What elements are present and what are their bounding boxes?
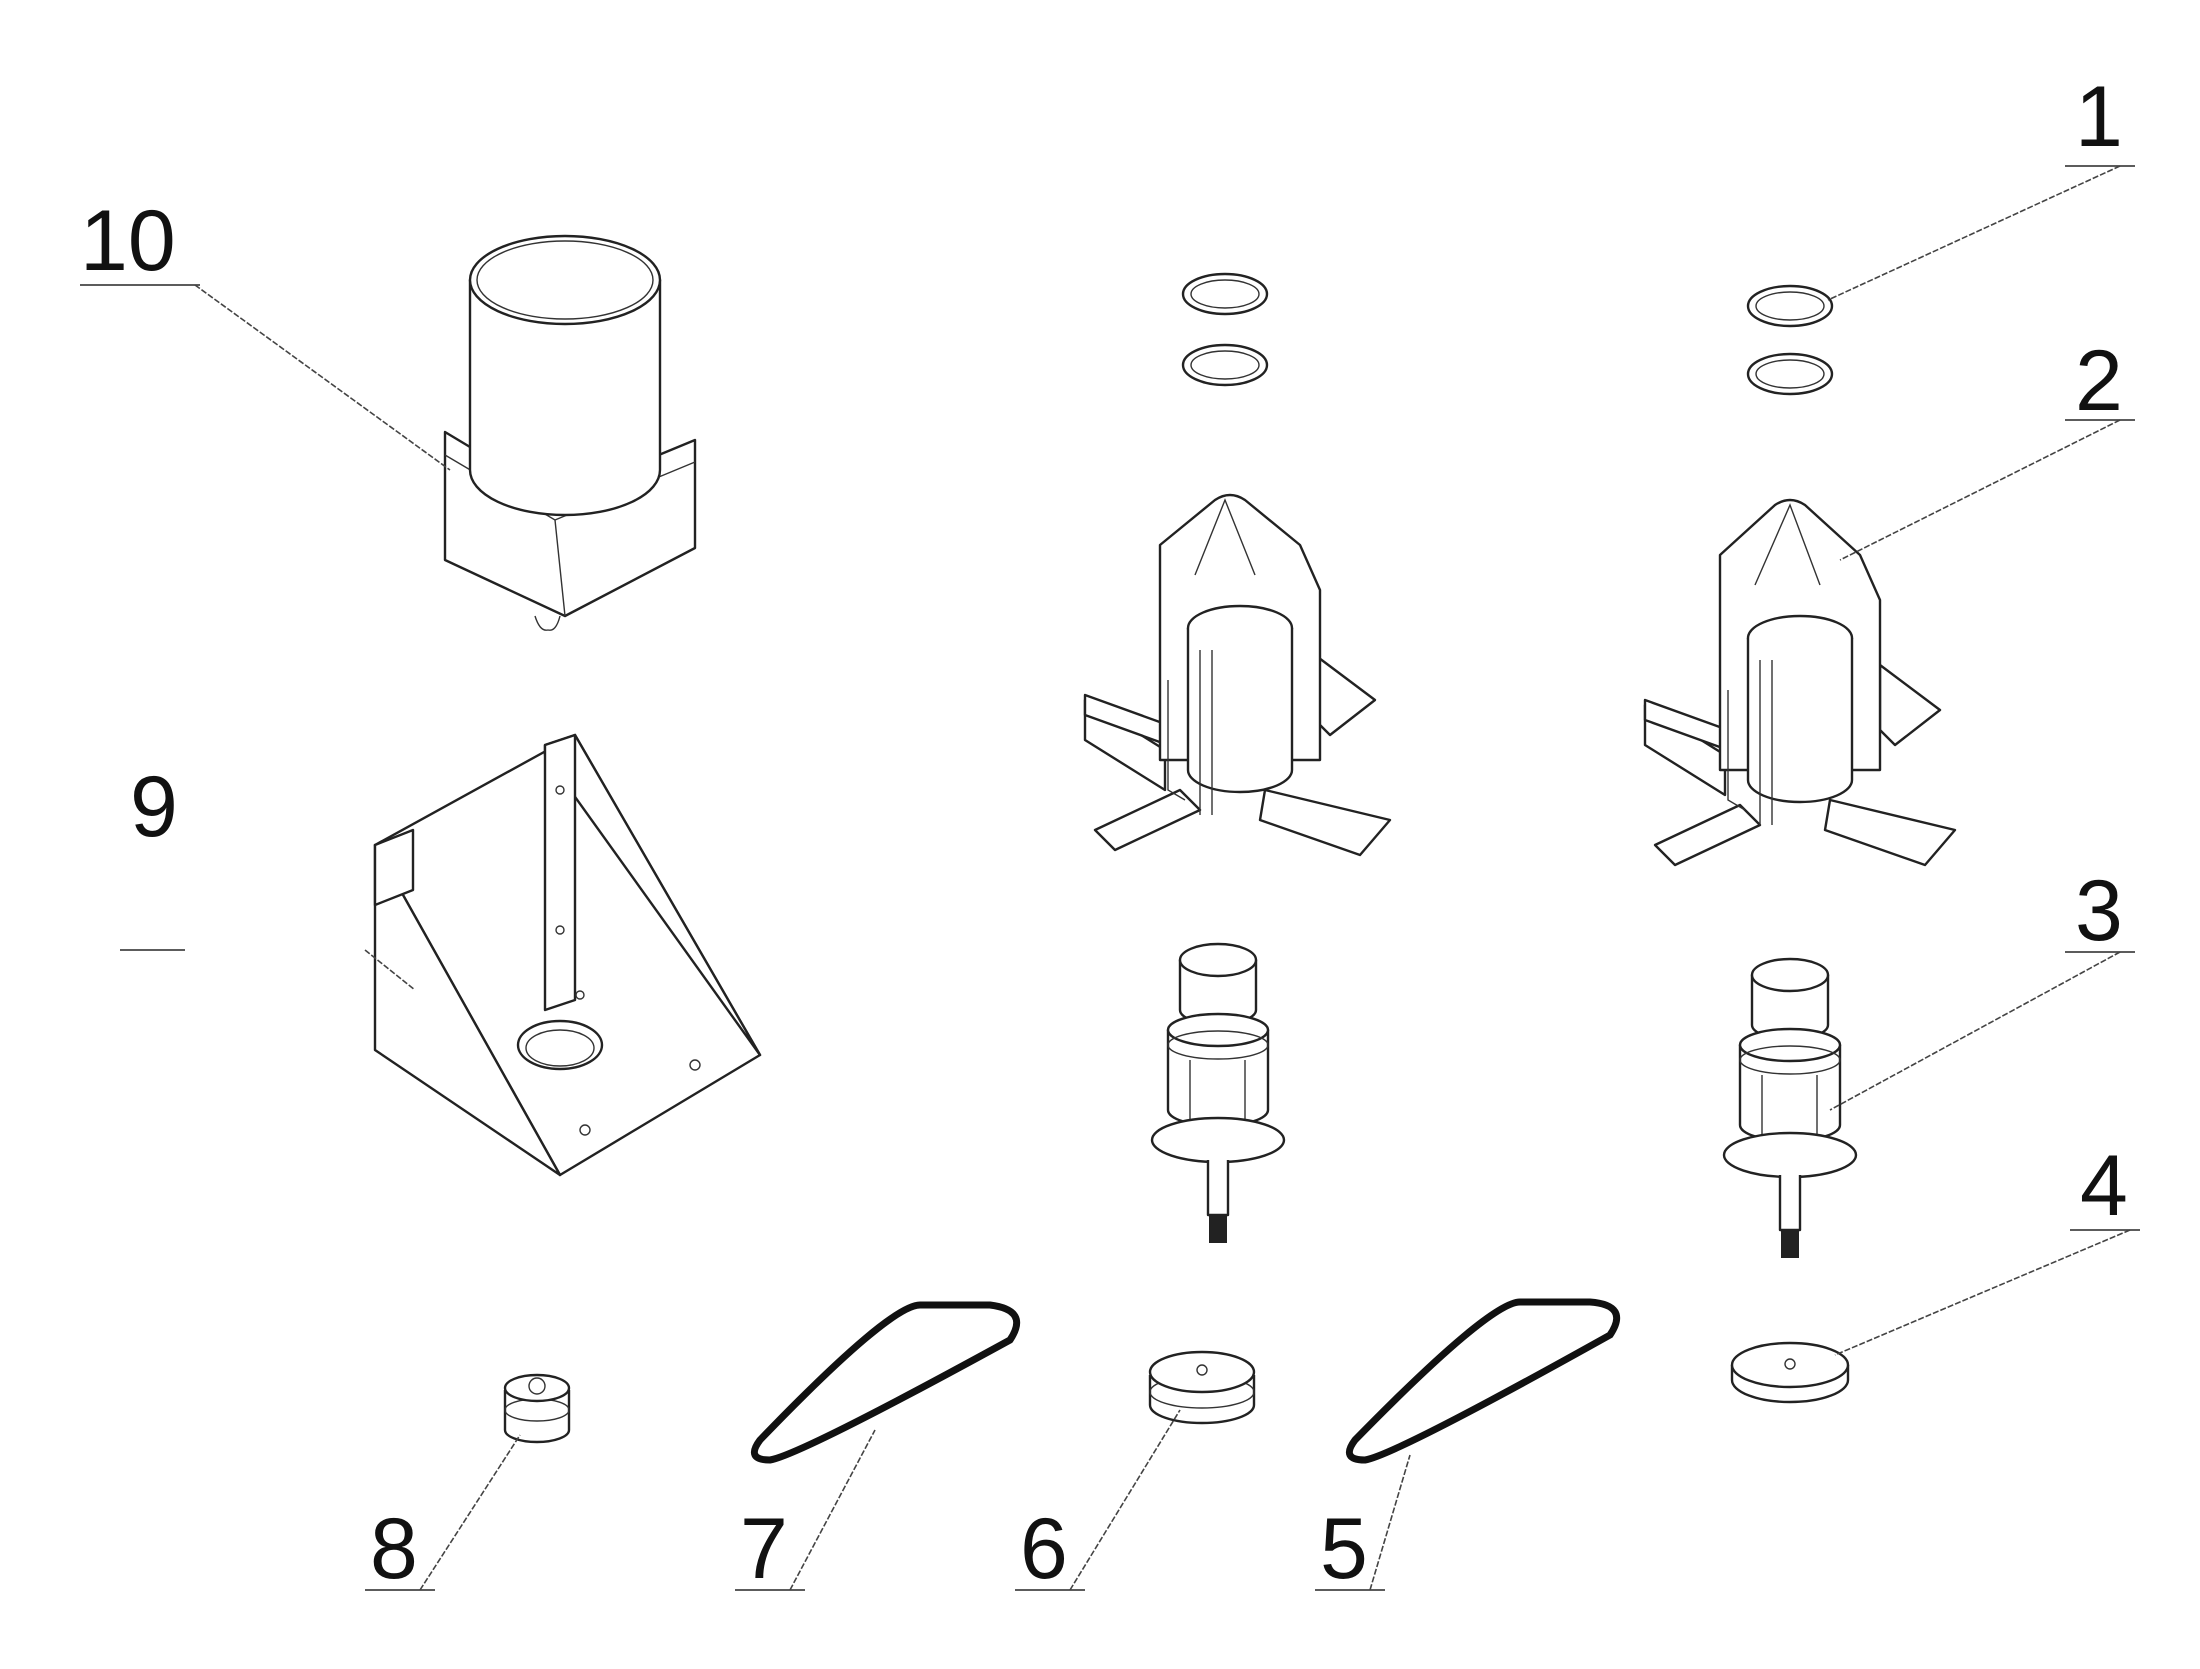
- pulley: [1148, 1350, 1256, 1425]
- motor-bracket: [373, 733, 762, 1177]
- callout-10: 10: [80, 193, 176, 289]
- o-ring-pair-left: [1181, 272, 1269, 387]
- small-pulley: [503, 1373, 571, 1444]
- blade-holder-left: [1083, 493, 1392, 857]
- blade-holder-right: [1643, 498, 1957, 867]
- callout-labels: 1 2 3 4 5 6 7 8 9 10: [80, 69, 2128, 1597]
- leader-lines: [80, 165, 2140, 1591]
- callout-9: 9: [130, 759, 178, 855]
- motor: [443, 234, 697, 631]
- o-ring-pair-right: [1746, 284, 1834, 396]
- spindle-right: [1722, 957, 1858, 1258]
- callout-8: 8: [370, 1501, 418, 1597]
- flange-disk: [1730, 1341, 1850, 1404]
- drive-belt-7: [750, 1301, 1021, 1464]
- callout-5: 5: [1320, 1501, 1368, 1597]
- callout-7: 7: [740, 1501, 788, 1597]
- callout-1: 1: [2075, 69, 2123, 165]
- callout-3: 3: [2075, 863, 2123, 959]
- callout-2: 2: [2075, 333, 2123, 429]
- drive-belt-5: [1345, 1298, 1621, 1464]
- spindle-left: [1150, 942, 1286, 1243]
- callout-6: 6: [1020, 1501, 1068, 1597]
- callout-4: 4: [2080, 1138, 2128, 1234]
